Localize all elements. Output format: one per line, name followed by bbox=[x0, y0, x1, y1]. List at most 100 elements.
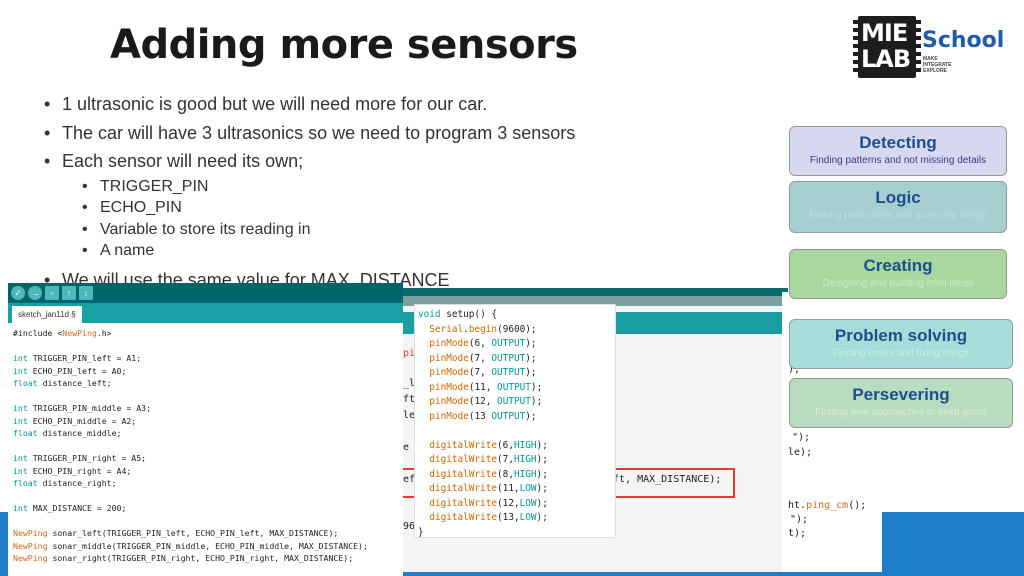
editor-window-setup: void setup() { Serial.begin(9600); pinMo… bbox=[414, 304, 616, 538]
upload-icon[interactable]: → bbox=[28, 286, 42, 300]
skill-desc: Finding errors and fixing things bbox=[832, 348, 970, 359]
editor-toolbar: ✓→▫↑↓ bbox=[8, 283, 403, 303]
code-line: digitalWrite(6,HIGH); bbox=[429, 439, 548, 451]
bullet-item: • ECHO_PIN bbox=[44, 197, 744, 219]
verify-icon[interactable]: ✓ bbox=[11, 286, 25, 300]
code-line: NewPing sonar_right(TRIGGER_PIN_right, E… bbox=[13, 553, 354, 563]
code-area-setup[interactable]: void setup() { Serial.begin(9600); pinMo… bbox=[415, 305, 615, 540]
slide-title: Adding more sensors bbox=[110, 22, 578, 68]
code-line: float distance_middle; bbox=[13, 428, 122, 438]
chip-icon bbox=[858, 16, 916, 78]
bullet-marker: • bbox=[44, 151, 51, 171]
skill-logic: Logic Making predictions and analysing t… bbox=[789, 181, 1007, 233]
code-line: float distance_left; bbox=[13, 378, 112, 388]
bullet-item: • Variable to store its reading in bbox=[44, 219, 744, 241]
skill-desc: Finding patterns and not missing details bbox=[809, 155, 987, 166]
bullet-text: 1 ultrasonic is good but we will need mo… bbox=[62, 94, 488, 114]
code-fragment: ); bbox=[788, 364, 801, 375]
skill-desc: Designing and building from ideas bbox=[822, 278, 974, 289]
bullet-item: • Each sensor will need its own; bbox=[44, 147, 744, 176]
bullet-text: Each sensor will need its own; bbox=[62, 151, 304, 171]
bullet-marker: • bbox=[82, 199, 88, 216]
code-fragment: "); bbox=[792, 432, 811, 443]
code-line: int ECHO_PIN_right = A4; bbox=[13, 465, 132, 476]
code-line: pinMode(7, OUTPUT); bbox=[429, 367, 537, 378]
bullet-marker: • bbox=[82, 177, 88, 195]
code-line: digitalWrite(13,LOW); bbox=[429, 512, 548, 523]
code-line: Serial.begin(9600); bbox=[429, 323, 537, 335]
editor-toolbar bbox=[403, 288, 788, 296]
tab-sketch[interactable]: sketch_jan11d § bbox=[12, 306, 82, 323]
skill-persevering: Persevering Finding new approaches to ke… bbox=[789, 378, 1013, 428]
code-line bbox=[13, 390, 403, 403]
code-line bbox=[13, 515, 403, 528]
logo-text-mie: MIE bbox=[861, 19, 908, 47]
bullet-item: • A name bbox=[44, 240, 744, 262]
code-line bbox=[13, 490, 403, 503]
bullet-text: TRIGGER_PIN bbox=[100, 177, 209, 195]
mielab-logo: MIE LAB School MAKE INTEGRATE EXPLORE bbox=[853, 16, 1004, 82]
code-fragment: t); bbox=[788, 528, 807, 539]
code-fragment: 96 bbox=[403, 521, 416, 532]
skill-name: Creating bbox=[863, 256, 933, 275]
code-line: void setup() { bbox=[418, 309, 498, 320]
bullet-marker: • bbox=[44, 269, 51, 290]
code-line: pinMode(6, OUTPUT); bbox=[429, 338, 537, 349]
bullet-list: • 1 ultrasonic is good but we will need m… bbox=[44, 90, 744, 294]
skill-creating: Creating Designing and building from ide… bbox=[789, 249, 1007, 299]
code-fragment: le bbox=[403, 410, 416, 421]
editor-tabbar: sketch_jan11d § bbox=[8, 303, 403, 323]
editor-menubar bbox=[403, 296, 788, 306]
code-line bbox=[13, 440, 403, 453]
code-line: pinMode(11, OUTPUT); bbox=[429, 381, 543, 393]
code-line: int TRIGGER_PIN_right = A5; bbox=[13, 453, 147, 463]
code-line: int TRIGGER_PIN_middle = A3; bbox=[13, 403, 152, 413]
logo-text-school: School bbox=[922, 28, 1005, 53]
bullet-text: Variable to store its reading in bbox=[100, 220, 311, 238]
bullet-text: The car will have 3 ultrasonics so we ne… bbox=[62, 122, 576, 143]
code-fragment: _l bbox=[403, 378, 416, 389]
code-line: pinMode(12, OUTPUT); bbox=[429, 396, 543, 407]
logo-tagline: MAKE INTEGRATE EXPLORE bbox=[923, 56, 952, 74]
code-line: } bbox=[418, 526, 424, 538]
editor-window-left: ✓→▫↑↓ sketch_jan11d § #include <NewPing.… bbox=[8, 283, 403, 576]
open-file-icon[interactable]: ↑ bbox=[62, 286, 76, 300]
bullet-marker: • bbox=[44, 94, 51, 114]
code-line: digitalWrite(12,LOW); bbox=[429, 497, 548, 509]
code-fragment: e bbox=[403, 442, 410, 453]
code-line: int TRIGGER_PIN_left = A1; bbox=[13, 353, 142, 363]
code-fragment: "); bbox=[790, 514, 809, 525]
code-area-left[interactable]: #include <NewPing.h> int TRIGGER_PIN_lef… bbox=[8, 323, 403, 565]
bullet-item: • The car will have 3 ultrasonics so we n… bbox=[44, 119, 744, 148]
code-fragment: ef bbox=[403, 474, 416, 485]
skill-desc: Finding new approaches to keep going bbox=[815, 407, 987, 418]
skill-name: Persevering bbox=[852, 385, 950, 404]
new-file-icon[interactable]: ▫ bbox=[45, 286, 59, 300]
code-fragment: ft bbox=[403, 394, 416, 405]
code-line: int MAX_DISTANCE = 200; bbox=[13, 503, 127, 513]
skill-problem-solving: Problem solving Finding errors and fixin… bbox=[789, 319, 1013, 369]
bullet-text: A name bbox=[100, 242, 155, 259]
skill-detecting: Detecting Finding patterns and not missi… bbox=[789, 126, 1007, 176]
code-line: NewPing sonar_middle(TRIGGER_PIN_middle,… bbox=[13, 540, 368, 551]
code-fragment: ht.ping_cm(); bbox=[788, 500, 867, 511]
code-line: int ECHO_PIN_middle = A2; bbox=[13, 415, 137, 426]
code-line: pinMode(7, OUTPUT); bbox=[429, 352, 537, 364]
bullet-item: • TRIGGER_PIN bbox=[44, 176, 744, 198]
save-file-icon[interactable]: ↓ bbox=[79, 286, 93, 300]
code-fragment: le); bbox=[788, 447, 813, 458]
code-line bbox=[418, 424, 615, 439]
skill-name: Detecting bbox=[859, 133, 937, 152]
code-line: digitalWrite(11,LOW); bbox=[429, 483, 548, 494]
highlighted-code: ft, MAX_DISTANCE); bbox=[613, 474, 722, 485]
logo-text-lab: LAB bbox=[861, 45, 911, 73]
code-line: digitalWrite(7,HIGH); bbox=[429, 454, 548, 465]
bullet-marker: • bbox=[82, 220, 88, 238]
bullet-marker: • bbox=[44, 122, 51, 143]
code-line: int ECHO_PIN_left = A0; bbox=[13, 365, 127, 376]
code-line bbox=[13, 340, 403, 353]
bullet-text: ECHO_PIN bbox=[100, 199, 182, 216]
skill-desc: Making predictions and analysing things bbox=[809, 210, 987, 221]
code-line: pinMode(13 OUTPUT); bbox=[429, 410, 537, 422]
bullet-marker: • bbox=[82, 242, 88, 259]
